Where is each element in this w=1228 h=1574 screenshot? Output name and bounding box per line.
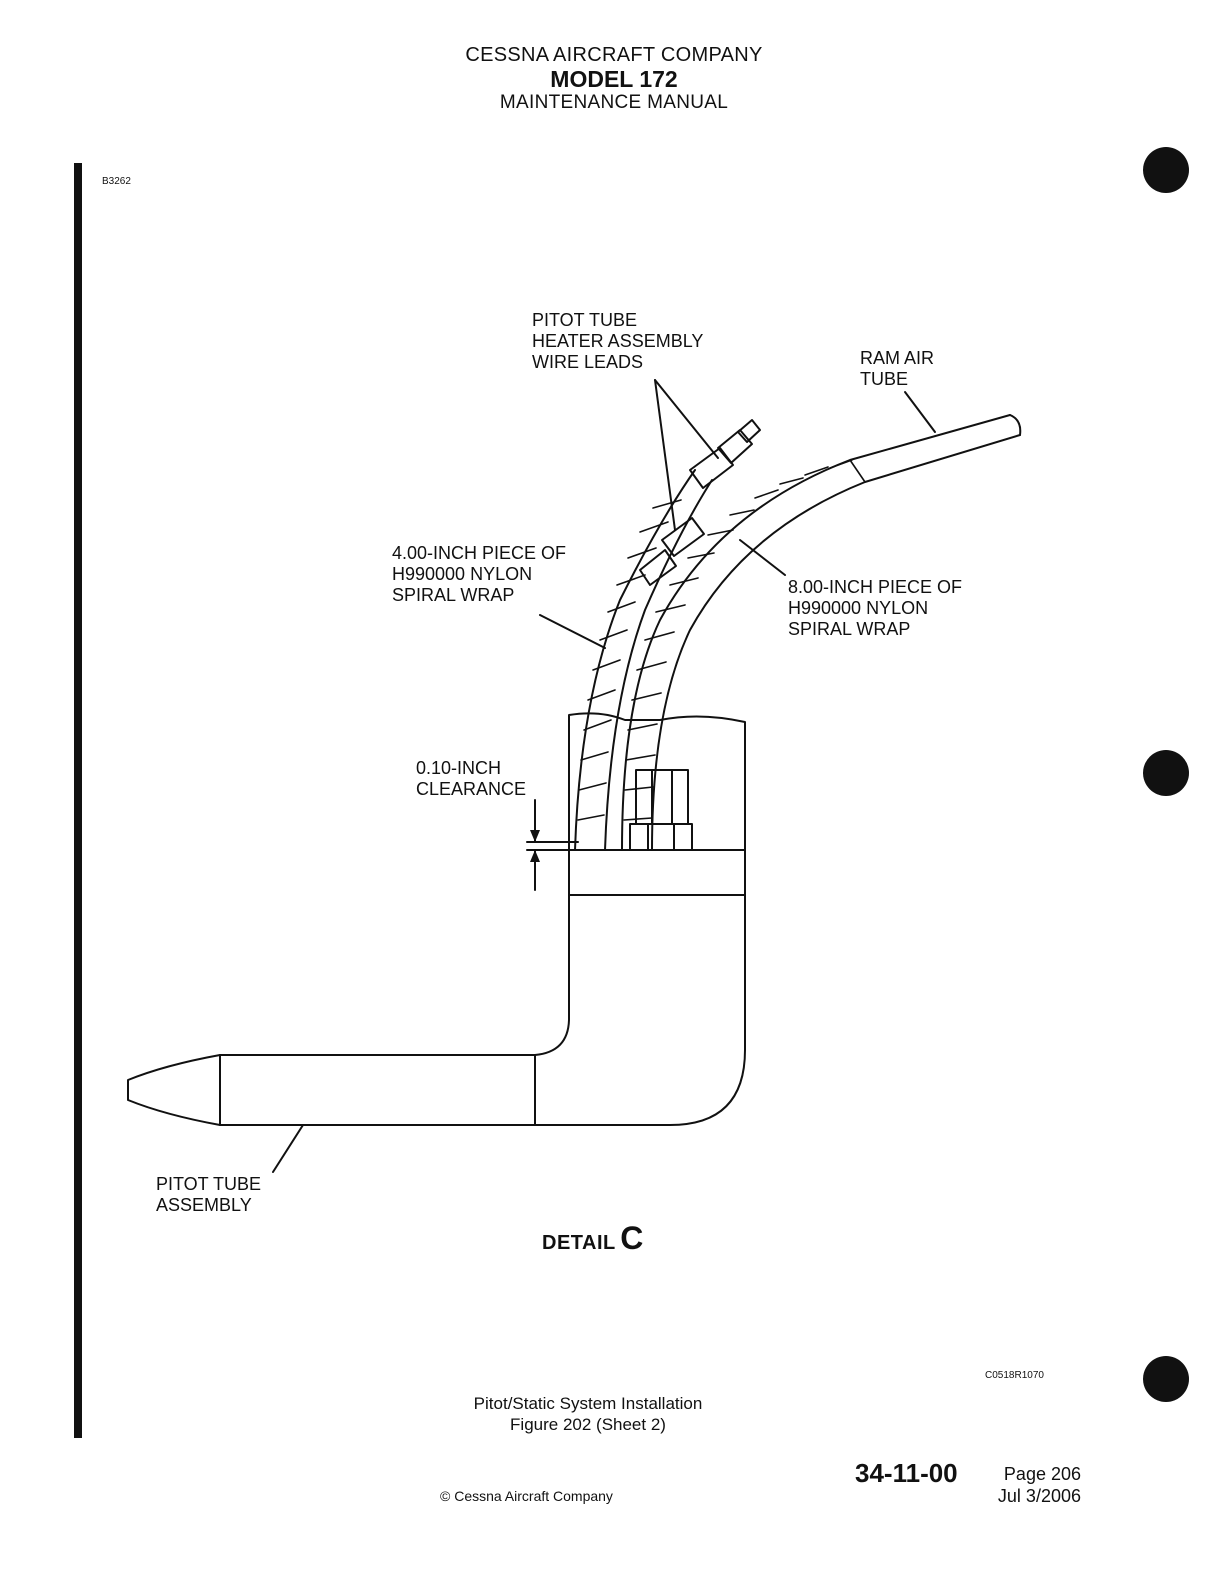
header-model: MODEL 172 [550, 66, 678, 92]
revision-change-bar [74, 163, 82, 1438]
detail-letter: C [620, 1220, 644, 1256]
detail-word: DETAIL [542, 1232, 616, 1254]
figure-caption: Pitot/Static System Installation Figure … [473, 1394, 703, 1434]
copyright: © Cessna Aircraft Company [440, 1488, 613, 1504]
header-company: CESSNA AIRCRAFT COMPANY [465, 44, 763, 66]
binder-hole-bottom [1143, 1356, 1189, 1402]
label-ram-air-tube: RAM AIR TUBE [860, 348, 935, 389]
label-heater-wire-leads: PITOT TUBE HEATER ASSEMBLY WIRE LEADS [532, 310, 704, 372]
page-number-date: Page 206 Jul 3/2006 [997, 1464, 1081, 1506]
binder-hole-middle [1143, 750, 1189, 796]
section-number: 34-11-00 [855, 1458, 958, 1488]
detail-title: DETAIL C [542, 1220, 643, 1257]
label-pitot-tube-assembly: PITOT TUBE ASSEMBLY [156, 1174, 262, 1215]
label-clearance: 0.10-INCH CLEARANCE [416, 758, 527, 799]
header-manual: MAINTENANCE MANUAL [499, 92, 729, 113]
figure-code-bottom: C0518R1070 [985, 1370, 1044, 1381]
binder-hole-top [1143, 147, 1189, 193]
label-4in-spiral-wrap: 4.00-INCH PIECE OF H990000 NYLON SPIRAL … [392, 543, 567, 605]
figure-code-top: B3262 [102, 176, 131, 187]
label-8in-spiral-wrap: 8.00-INCH PIECE OF H990000 NYLON SPIRAL … [788, 577, 963, 639]
